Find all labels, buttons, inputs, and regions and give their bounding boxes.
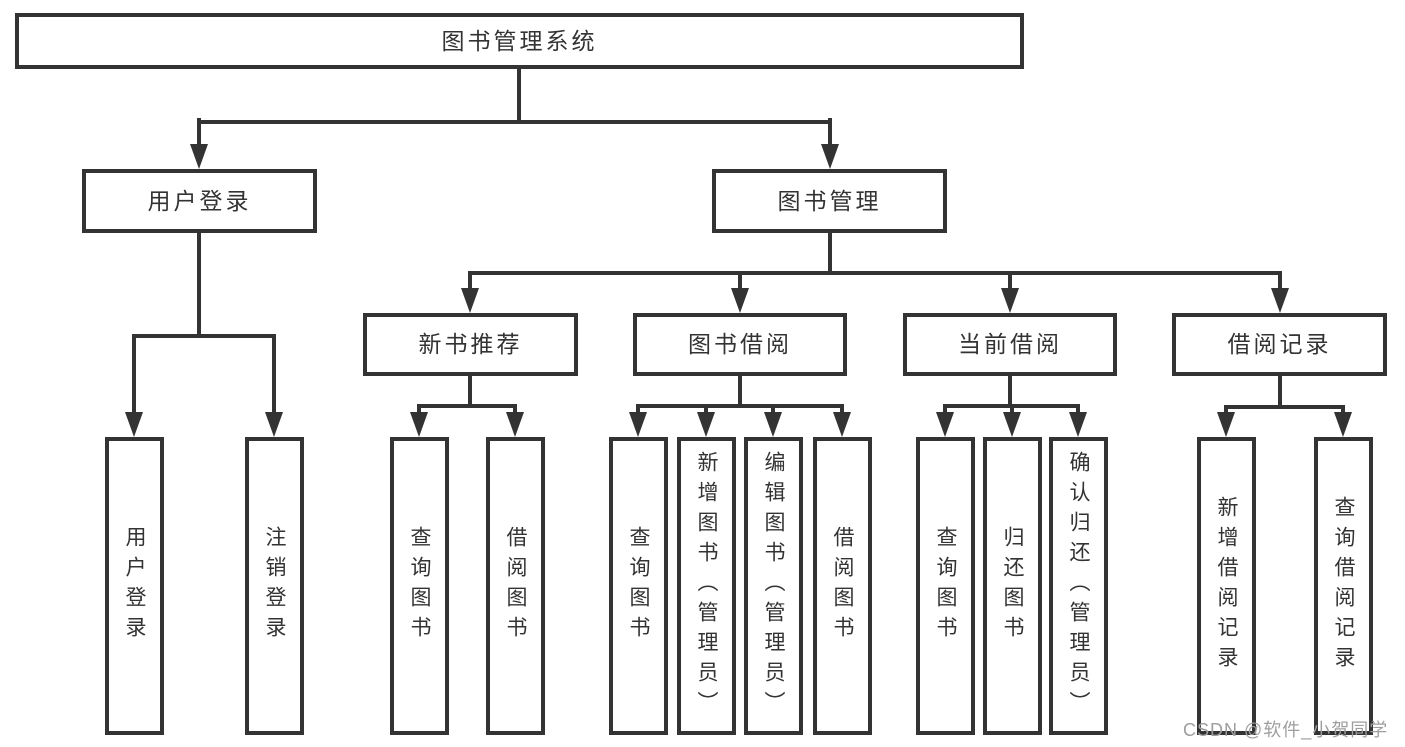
leaf-borrow-book-label: 借阅图书 [831, 526, 855, 646]
leaf-add-book-admin: 新增图书（管理员） [677, 437, 736, 735]
leaf-confirm-return-admin-label: 确认归还（管理员） [1067, 451, 1091, 721]
node-book-management: 图书管理 [712, 169, 947, 233]
leaf-borrow-book-recommend: 借阅图书 [486, 437, 545, 735]
leaf-query-borrow-record-label: 查询借阅记录 [1332, 496, 1356, 676]
node-book-borrowing: 图书借阅 [633, 313, 847, 376]
leaf-return-book-label: 归还图书 [1001, 526, 1025, 646]
leaf-edit-book-admin-label: 编辑图书（管理员） [762, 451, 786, 721]
leaf-query-borrow-record: 查询借阅记录 [1314, 437, 1373, 735]
leaf-query-book-current-label: 查询图书 [934, 526, 958, 646]
leaf-borrow-book: 借阅图书 [813, 437, 872, 735]
node-book-management-label: 图书管理 [777, 187, 882, 214]
leaf-query-book-borrow-label: 查询图书 [627, 526, 651, 646]
leaf-edit-book-admin: 编辑图书（管理员） [744, 437, 803, 735]
node-new-book-recommend: 新书推荐 [363, 313, 578, 376]
node-borrow-records: 借阅记录 [1172, 313, 1387, 376]
leaf-query-book-current: 查询图书 [916, 437, 975, 735]
leaf-user-login: 用户登录 [105, 437, 164, 735]
leaf-logout-label: 注销登录 [263, 526, 287, 646]
node-new-book-recommend-label: 新书推荐 [418, 331, 523, 357]
leaf-query-book-borrow: 查询图书 [609, 437, 668, 735]
node-current-borrowing: 当前借阅 [903, 313, 1117, 376]
node-library-system: 图书管理系统 [15, 13, 1024, 69]
node-library-system-label: 图书管理系统 [441, 27, 598, 54]
arrowheads [125, 144, 1352, 437]
leaf-query-book-recommend-label: 查询图书 [408, 526, 432, 646]
leaf-return-book: 归还图书 [983, 437, 1042, 735]
node-book-borrowing-label: 图书借阅 [688, 331, 792, 357]
node-user-login: 用户登录 [82, 169, 317, 233]
csdn-watermark: CSDN @软件_小贺同学 [1183, 720, 1389, 740]
node-user-login-label: 用户登录 [147, 187, 252, 214]
leaf-add-book-admin-label: 新增图书（管理员） [695, 451, 719, 721]
leaf-user-login-label: 用户登录 [123, 526, 147, 646]
leaf-add-borrow-record-label: 新增借阅记录 [1215, 496, 1239, 676]
leaf-confirm-return-admin: 确认归还（管理员） [1049, 437, 1108, 735]
leaf-borrow-book-recommend-label: 借阅图书 [504, 526, 528, 646]
leaf-logout: 注销登录 [245, 437, 304, 735]
leaf-query-book-recommend: 查询图书 [390, 437, 449, 735]
node-borrow-records-label: 借阅记录 [1227, 331, 1332, 357]
leaf-add-borrow-record: 新增借阅记录 [1197, 437, 1256, 735]
node-current-borrowing-label: 当前借阅 [958, 331, 1062, 357]
